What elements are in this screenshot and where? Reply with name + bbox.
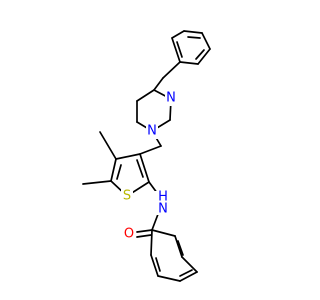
amide-nitrogen-label: N [158, 202, 168, 217]
molecule-structure: N N S H N O [82, 30, 211, 282]
methylene-thiophene-bond [139, 145, 162, 155]
bottom-benzene-ring [150, 229, 198, 282]
sulfur-background [121, 189, 133, 204]
upper-methyl-bond [99, 131, 117, 160]
bottom-nitrogen-background [146, 124, 158, 139]
carbonyl-bond-secondary [136, 234, 152, 238]
carbonyl-oxygen-label: O [124, 227, 134, 242]
piperazine-nitrogen-bottom-label: N [147, 124, 157, 139]
top-benzene-ring [171, 30, 211, 65]
piperazine-nitrogen-top-label: N [166, 91, 176, 106]
thiophene-sulfur-label: S [123, 189, 131, 204]
molecule-canvas: N N S H N O [82, 30, 211, 282]
oxygen-background [123, 227, 135, 242]
amide-nitrogen-background [154, 191, 172, 215]
lower-methyl-bond [82, 180, 112, 185]
amide-hydrogen-label: H [158, 190, 168, 205]
benzyl-methylene-bond [162, 61, 181, 79]
top-nitrogen-background [165, 91, 177, 106]
carbonyl-bond-primary [136, 229, 153, 233]
